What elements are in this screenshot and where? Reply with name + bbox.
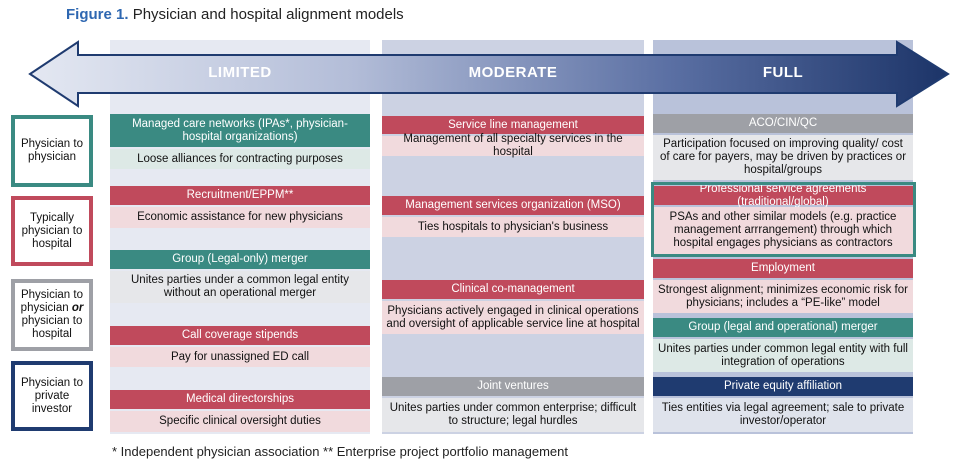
legend-pph-b: physician to hospital [21,315,83,340]
label-limited: LIMITED [208,64,272,81]
moderate-co-management-header: Clinical co-management [382,280,644,299]
limited-group-merger-desc: Unites parties under a common legal enti… [110,271,370,303]
legend-p2p-text: Physician to physician [20,138,83,163]
limited-recruitment-desc: Economic assistance for new physicians [110,207,370,228]
footnote: * Independent physician association ** E… [112,444,568,459]
moderate-mso-desc: Ties hospitals to physician's business [382,217,644,237]
limited-call-coverage-desc: Pay for unassigned ED call [110,347,370,367]
full-group-merger-desc: Unites parties under common legal entity… [653,339,913,372]
legend-pph-or: or [71,302,84,314]
limited-medical-directorships-desc: Specific clinical oversight duties [110,411,370,432]
legend-pph-text: Physician to physician or physician to h… [17,289,87,341]
full-private-equity-desc: Ties entities via legal agreement; sale … [653,398,913,432]
limited-group-merger-header: Group (Legal-only) merger [110,250,370,269]
moderate-service-line-header: Service line management [382,116,644,134]
legend-ppi-text: Physician to private investor [20,376,83,415]
figure-label: Figure 1. [66,6,129,23]
alignment-spectrum-arrow [28,40,950,108]
moderate-service-line-desc: Management of all specialty services in … [382,133,644,158]
full-aco-desc: Participation focused on improving quali… [653,135,913,180]
limited-call-coverage-header: Call coverage stipends [110,326,370,345]
limited-managed-care-header: Managed care networks (IPAs*, physician-… [110,114,370,147]
limited-managed-care-desc: Loose alliances for contracting purposes [110,149,370,169]
moderate-joint-ventures-header: Joint ventures [382,377,644,396]
full-private-equity-header: Private equity affiliation [653,377,913,396]
moderate-mso-header: Management services organization (MSO) [382,196,644,215]
legend-physician-to-private-investor: Physician to private investor [11,361,93,431]
full-psa-desc: PSAs and other similar models (e.g. prac… [653,207,913,254]
legend-physician-to-physician: Physician to physician [11,115,93,187]
legend-pph-a: Physician to physician [20,289,83,314]
limited-medical-directorships-header: Medical directorships [110,390,370,409]
full-employment-header: Employment [653,259,913,278]
limited-recruitment-header: Recruitment/EPPM** [110,186,370,205]
moderate-joint-ventures-desc: Unites parties under common enterprise; … [382,398,644,432]
figure-title-text: Physician and hospital alignment models [132,6,404,23]
full-aco-header: ACO/CIN/QC [653,114,913,133]
label-full: FULL [762,64,804,81]
label-moderate: MODERATE [468,64,558,81]
moderate-co-management-desc: Physicians actively engaged in clinical … [382,301,644,334]
figure-title: Figure 1. Physician and hospital alignme… [66,6,404,23]
full-psa-highlight-border [651,182,916,257]
legend-physician-to-hospital: Typically physician to hospital [11,196,93,266]
full-psa-header: Professional service agreements (traditi… [653,183,913,208]
legend-p2h-text: Typically physician to hospital [21,211,83,250]
legend-physician-or-hospital: Physician to physician or physician to h… [11,279,93,351]
full-employment-desc: Strongest alignment; minimizes economic … [653,280,913,313]
column-moderate [382,40,644,434]
full-group-merger-header: Group (legal and operational) merger [653,318,913,337]
column-limited [110,40,370,434]
